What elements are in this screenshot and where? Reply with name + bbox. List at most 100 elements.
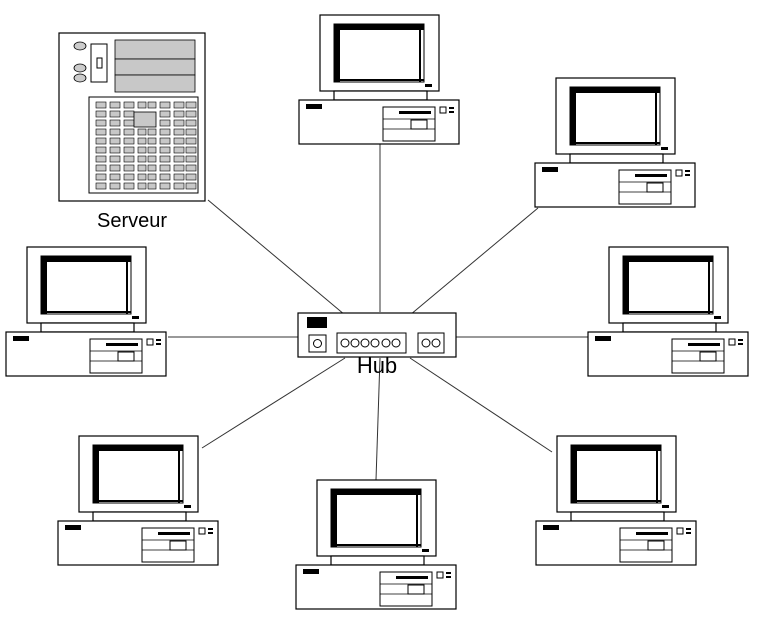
wire-workstation-2: [409, 207, 539, 316]
server-vent: [173, 173, 185, 181]
server-vent: [123, 128, 135, 136]
server-vent: [95, 146, 107, 154]
server-vent: [185, 173, 197, 181]
server-vent: [147, 173, 157, 181]
server-vent: [185, 164, 197, 172]
server-vent: [147, 101, 157, 109]
server-vent: [159, 119, 171, 127]
server-vent: [95, 155, 107, 163]
server-vent: [185, 146, 197, 154]
server-vent: [137, 146, 147, 154]
server-vent: [185, 137, 197, 145]
workstation-2: [534, 77, 696, 208]
workstation-5: [57, 435, 219, 566]
server-vent: [123, 137, 135, 145]
server-vent: [185, 110, 197, 118]
desktop-computer-icon: [295, 479, 457, 610]
server-vent: [147, 155, 157, 163]
server-vent: [173, 155, 185, 163]
server-vent: [159, 164, 171, 172]
server-vent: [137, 155, 147, 163]
server-vent: [95, 173, 107, 181]
server-vent: [137, 137, 147, 145]
server-vent: [109, 119, 121, 127]
wire-server: [207, 199, 346, 316]
server-vent: [123, 164, 135, 172]
server-vent: [147, 146, 157, 154]
workstation-6: [295, 479, 457, 610]
desktop-computer-icon: [587, 246, 749, 377]
server-vent: [137, 182, 147, 190]
server-vent: [95, 128, 107, 136]
wire-workstation-7: [409, 357, 553, 453]
desktop-computer-icon: [535, 435, 697, 566]
desktop-computer-icon: [57, 435, 219, 566]
desktop-computer-icon: [5, 246, 167, 377]
server-vent: [185, 155, 197, 163]
server-vent: [137, 164, 147, 172]
server-vent: [123, 173, 135, 181]
server-vent: [159, 155, 171, 163]
server-vent: [137, 173, 147, 181]
server-vent: [159, 101, 171, 109]
server-vent: [159, 110, 171, 118]
server-vent: [109, 164, 121, 172]
server-vent: [109, 101, 121, 109]
server-vent: [173, 128, 185, 136]
server-vent: [173, 182, 185, 190]
server-vent: [95, 119, 107, 127]
server-vent: [173, 110, 185, 118]
server-vent: [95, 110, 107, 118]
server-vent: [123, 182, 135, 190]
server-vent: [147, 128, 157, 136]
server-vent: [159, 128, 171, 136]
server-vent: [123, 119, 135, 127]
server-node: Serveur: [58, 32, 206, 232]
server-vent: [109, 155, 121, 163]
server-vent: [159, 182, 171, 190]
server-vent: [159, 173, 171, 181]
server-vent: [173, 164, 185, 172]
server-vent: [173, 137, 185, 145]
server-vent: [147, 182, 157, 190]
server-vent: [173, 119, 185, 127]
server-vent: [109, 137, 121, 145]
server-vent: [123, 155, 135, 163]
server-vent: [137, 101, 147, 109]
hub-label: Hub: [357, 353, 397, 378]
server-vent: [185, 182, 197, 190]
server-vent: [95, 182, 107, 190]
hub-node: Hub: [297, 312, 457, 378]
server-vent: [173, 146, 185, 154]
server-vent: [109, 146, 121, 154]
server-vent: [185, 128, 197, 136]
tower-server-icon: [58, 32, 206, 202]
network-hub-icon: [297, 312, 457, 358]
workstation-3: [5, 246, 167, 377]
server-vent: [185, 119, 197, 127]
server-vent: [123, 146, 135, 154]
server-vent: [109, 128, 121, 136]
server-vent: [123, 110, 135, 118]
server-vent: [95, 164, 107, 172]
workstation-7: [535, 435, 697, 566]
server-vent: [109, 182, 121, 190]
server-vent: [109, 173, 121, 181]
connections: [168, 143, 590, 481]
server-vent: [137, 128, 147, 136]
server-vent: [109, 110, 121, 118]
server-label: Serveur: [97, 210, 167, 232]
server-vent: [185, 101, 197, 109]
desktop-computer-icon: [298, 14, 460, 145]
workstation-1: [298, 14, 460, 145]
server-vent: [95, 137, 107, 145]
server-vent: [173, 101, 185, 109]
wire-workstation-6: [375, 357, 381, 481]
server-vent: [123, 101, 135, 109]
server-vent: [147, 137, 157, 145]
server-vent: [95, 101, 107, 109]
server-vent: [159, 146, 171, 154]
desktop-computer-icon: [534, 77, 696, 208]
workstation-4: [587, 246, 749, 377]
